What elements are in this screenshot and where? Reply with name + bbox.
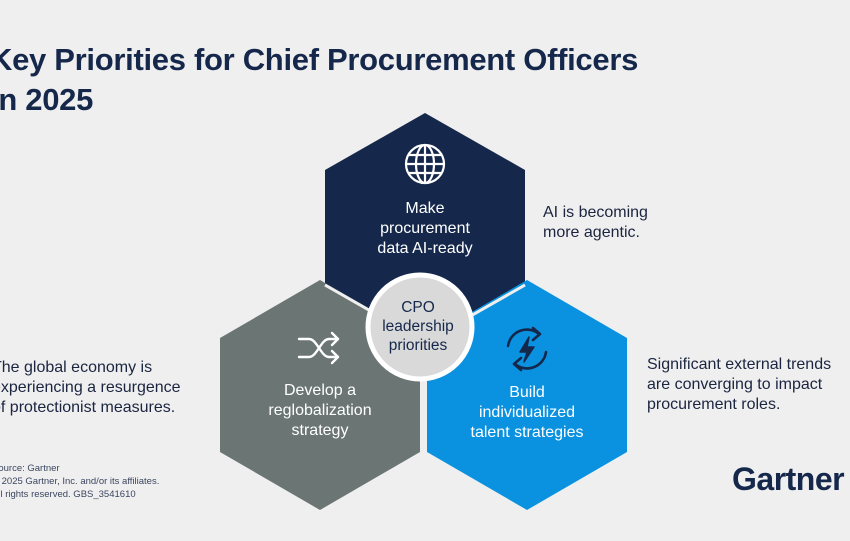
hexagon-top-line-1: Make bbox=[405, 200, 445, 217]
gartner-logo: Gartner bbox=[732, 461, 845, 498]
note-right: Significant external trends are convergi… bbox=[647, 355, 831, 415]
center-label: CPO leadership priorities bbox=[382, 298, 454, 355]
globe-icon bbox=[404, 143, 446, 185]
hexagon-right-line-1: Build bbox=[509, 384, 545, 401]
gartner-logo-text: Gartner bbox=[732, 461, 845, 497]
title-line-2: in 2025 bbox=[0, 82, 94, 117]
hexagon-left-line-2: reglobalization bbox=[268, 402, 372, 419]
note-right-line-2: are converging to impact bbox=[647, 376, 823, 393]
note-top: AI is becoming more agentic. bbox=[543, 203, 648, 243]
title-line-1: Key Priorities for Chief Procurement Off… bbox=[0, 42, 639, 77]
source-line-2: © 2025 Gartner, Inc. and/or its affiliat… bbox=[0, 476, 160, 487]
center-line-1: CPO bbox=[401, 299, 435, 316]
hexagon-left-line-1: Develop a bbox=[283, 382, 357, 399]
note-left: The global economy is experiencing a res… bbox=[0, 358, 181, 418]
hexagon-top bbox=[325, 113, 525, 342]
note-top-line-1: AI is becoming bbox=[543, 204, 648, 221]
refresh-lightning-icon bbox=[506, 326, 548, 372]
note-left-line-1: The global economy is bbox=[0, 359, 153, 376]
note-right-line-3: procurement roles. bbox=[647, 396, 781, 413]
page-title: Key Priorities for Chief Procurement Off… bbox=[0, 40, 638, 120]
hexagon-left-line-3: strategy bbox=[291, 422, 349, 439]
center-line-2: leadership bbox=[382, 318, 454, 335]
note-left-line-2: experiencing a resurgence bbox=[0, 379, 181, 396]
center-line-3: priorities bbox=[388, 337, 448, 354]
note-left-line-3: of protectionist measures. bbox=[0, 399, 176, 416]
source-line-3: All rights reserved. GBS_3541610 bbox=[0, 489, 136, 500]
note-top-line-2: more agentic. bbox=[543, 224, 640, 241]
source-note: Source: Gartner © 2025 Gartner, Inc. and… bbox=[0, 462, 159, 501]
source-line-1: Source: Gartner bbox=[0, 463, 60, 474]
shuffle-icon bbox=[297, 331, 340, 365]
hexagon-right-label: Build individualized talent strategies bbox=[471, 383, 584, 443]
hexagon-right-line-3: talent strategies bbox=[470, 424, 584, 441]
hexagon-left-label: Develop a reglobalization strategy bbox=[268, 381, 371, 441]
hexagon-top-line-2: procurement bbox=[380, 220, 470, 237]
note-right-line-1: Significant external trends bbox=[647, 356, 832, 373]
hexagon-right-line-2: individualized bbox=[478, 404, 576, 421]
hexagon-right bbox=[427, 280, 627, 510]
center-circle bbox=[365, 272, 475, 382]
hexagon-top-label: Make procurement data AI-ready bbox=[377, 199, 472, 259]
hexagon-top-line-3: data AI-ready bbox=[377, 240, 473, 257]
